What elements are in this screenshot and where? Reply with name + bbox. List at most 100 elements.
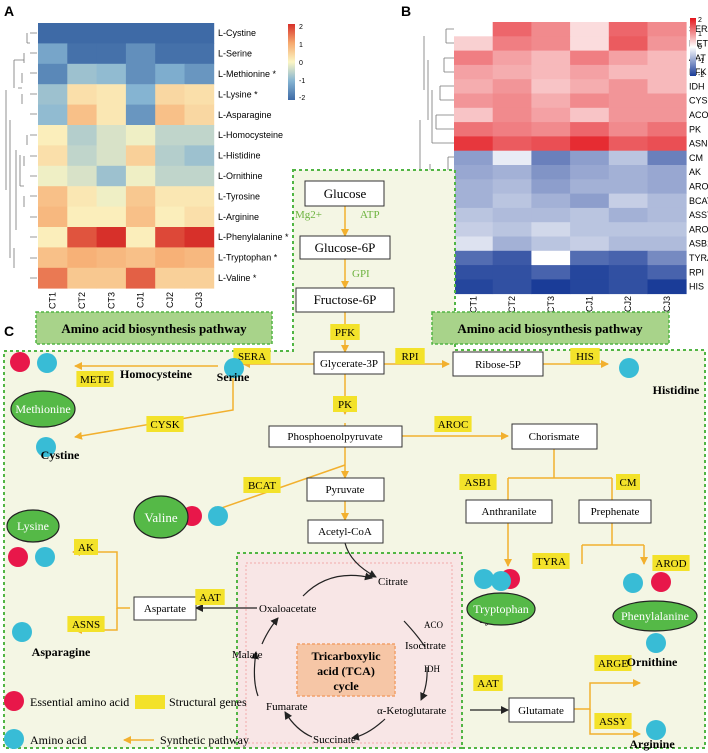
hmB-cell xyxy=(454,179,494,194)
svg-text:0: 0 xyxy=(698,44,702,51)
heatmap-b-colorbar-ticks: 2 1 0 -1 -2 xyxy=(698,17,704,79)
hmB-cell xyxy=(492,122,532,137)
svg-text:2: 2 xyxy=(698,17,702,24)
svg-text:-1: -1 xyxy=(698,58,704,65)
gene-assy-label: ASSY xyxy=(599,716,627,728)
hmB-cell xyxy=(531,122,571,137)
hmA-cell xyxy=(155,186,185,207)
gene-asns-label: ASNS xyxy=(72,619,100,631)
gene-rpi-label: RPI xyxy=(401,351,418,363)
hmB-cell xyxy=(608,93,648,109)
hmA-cell xyxy=(125,227,156,248)
hmA-cell xyxy=(155,206,185,228)
hmB-cell xyxy=(454,107,494,123)
hmB-col-label: CT1 xyxy=(468,296,478,313)
hmB-cell xyxy=(531,207,571,223)
hmB-cell xyxy=(531,64,571,80)
hmB-cell xyxy=(647,107,687,123)
hmA-cell xyxy=(67,23,97,44)
hmB-cell xyxy=(454,250,494,266)
hmB-cell xyxy=(608,179,648,194)
gene-arod-label: AROD xyxy=(655,558,686,570)
hmB-cell xyxy=(570,22,610,37)
hmA-row-label: L-Phenylalanine * xyxy=(218,232,289,242)
gene-pk-box xyxy=(333,396,357,412)
hmB-cell xyxy=(454,122,494,137)
heatmap-a-colorbar-ticks: 2 1 0 -1 -2 xyxy=(299,24,305,102)
hmB-cell xyxy=(647,165,687,180)
gene-cysk-label: CYSK xyxy=(150,419,179,431)
essential-amino-acid-dot xyxy=(651,572,671,592)
citrate-label: Citrate xyxy=(378,576,408,588)
hmB-cell xyxy=(608,193,648,209)
panel-c-label: C xyxy=(4,323,14,339)
legend-essential-dot xyxy=(4,691,24,711)
hmB-cell xyxy=(608,136,648,152)
hmA-row-label: L-Arginine xyxy=(218,212,259,222)
hmA-cell xyxy=(125,165,156,187)
gene-arge-box xyxy=(594,655,632,671)
hmB-cell xyxy=(647,236,687,252)
hmB-row-label: AAT xyxy=(689,53,706,63)
hmB-cell xyxy=(492,64,532,80)
svg-text:2: 2 xyxy=(299,24,303,31)
hmB-cell xyxy=(608,165,648,180)
prephenate-box xyxy=(578,499,652,524)
ribose-5p-box xyxy=(452,351,544,377)
hmB-cell xyxy=(454,193,494,209)
hmB-cell xyxy=(531,279,571,295)
legend-amino-dot xyxy=(4,729,24,749)
gene-ak-box xyxy=(74,539,98,555)
hmA-cell xyxy=(155,63,185,85)
hmB-row-label: PFK xyxy=(689,67,707,77)
hmB-cell xyxy=(531,93,571,109)
gene-asb1-box xyxy=(459,474,497,490)
hmB-cell xyxy=(570,193,610,209)
hmB-cell xyxy=(608,250,648,266)
hmA-cell xyxy=(125,104,156,126)
methionine-badge xyxy=(10,390,76,428)
hmB-cell xyxy=(531,107,571,123)
hmA-cell xyxy=(38,63,68,85)
aspartate-box xyxy=(133,596,197,621)
hmA-cell xyxy=(67,227,97,248)
aco-label: ACO xyxy=(424,620,444,630)
hmB-cell xyxy=(492,207,532,223)
hmB-cell xyxy=(492,93,532,109)
hmB-row-label: AROD xyxy=(689,181,708,191)
hmA-cell xyxy=(96,43,127,65)
tca-label-box xyxy=(296,643,396,697)
hmB-cell xyxy=(492,150,532,166)
hmA-col-label: CJ1 xyxy=(136,292,146,308)
hmB-cell xyxy=(647,136,687,152)
hmB-cell xyxy=(454,36,494,51)
hmB-cell xyxy=(454,93,494,109)
hmB-cell xyxy=(608,222,648,237)
heatmap-b-colorbar xyxy=(690,18,696,76)
tca-cycle: Tricarboxylic acid (TCA) cycle Oxaloacet… xyxy=(232,576,446,746)
hmA-row-label: L-Homocysteine xyxy=(218,130,283,140)
gene-cm-label: CM xyxy=(619,477,636,489)
hmA-cell xyxy=(155,23,185,44)
legend: Essential amino acid Structural genes Am… xyxy=(4,691,249,749)
gene-his-box xyxy=(570,348,600,364)
hmB-row-label: PK xyxy=(689,124,701,134)
tca-arrows xyxy=(195,542,509,741)
hmB-cell xyxy=(531,79,571,94)
hmA-cell xyxy=(125,267,156,289)
chorismate-label: Chorismate xyxy=(529,431,580,443)
hmB-cell xyxy=(492,179,532,194)
hmB-cell xyxy=(570,265,610,280)
acetyl-coa-label: Acetyl-CoA xyxy=(318,526,372,538)
svg-text:-1: -1 xyxy=(299,78,305,85)
legend-essential-label: Essential amino acid xyxy=(30,695,129,709)
hmB-cell xyxy=(531,136,571,152)
hmB-cell xyxy=(570,207,610,223)
hmB-cell xyxy=(492,136,532,152)
hmA-cell xyxy=(67,63,97,85)
hmA-cell xyxy=(96,125,127,146)
lysine-badge xyxy=(6,509,60,543)
hmA-row-label: L-Methionine * xyxy=(218,69,277,79)
hmB-cell xyxy=(492,36,532,51)
